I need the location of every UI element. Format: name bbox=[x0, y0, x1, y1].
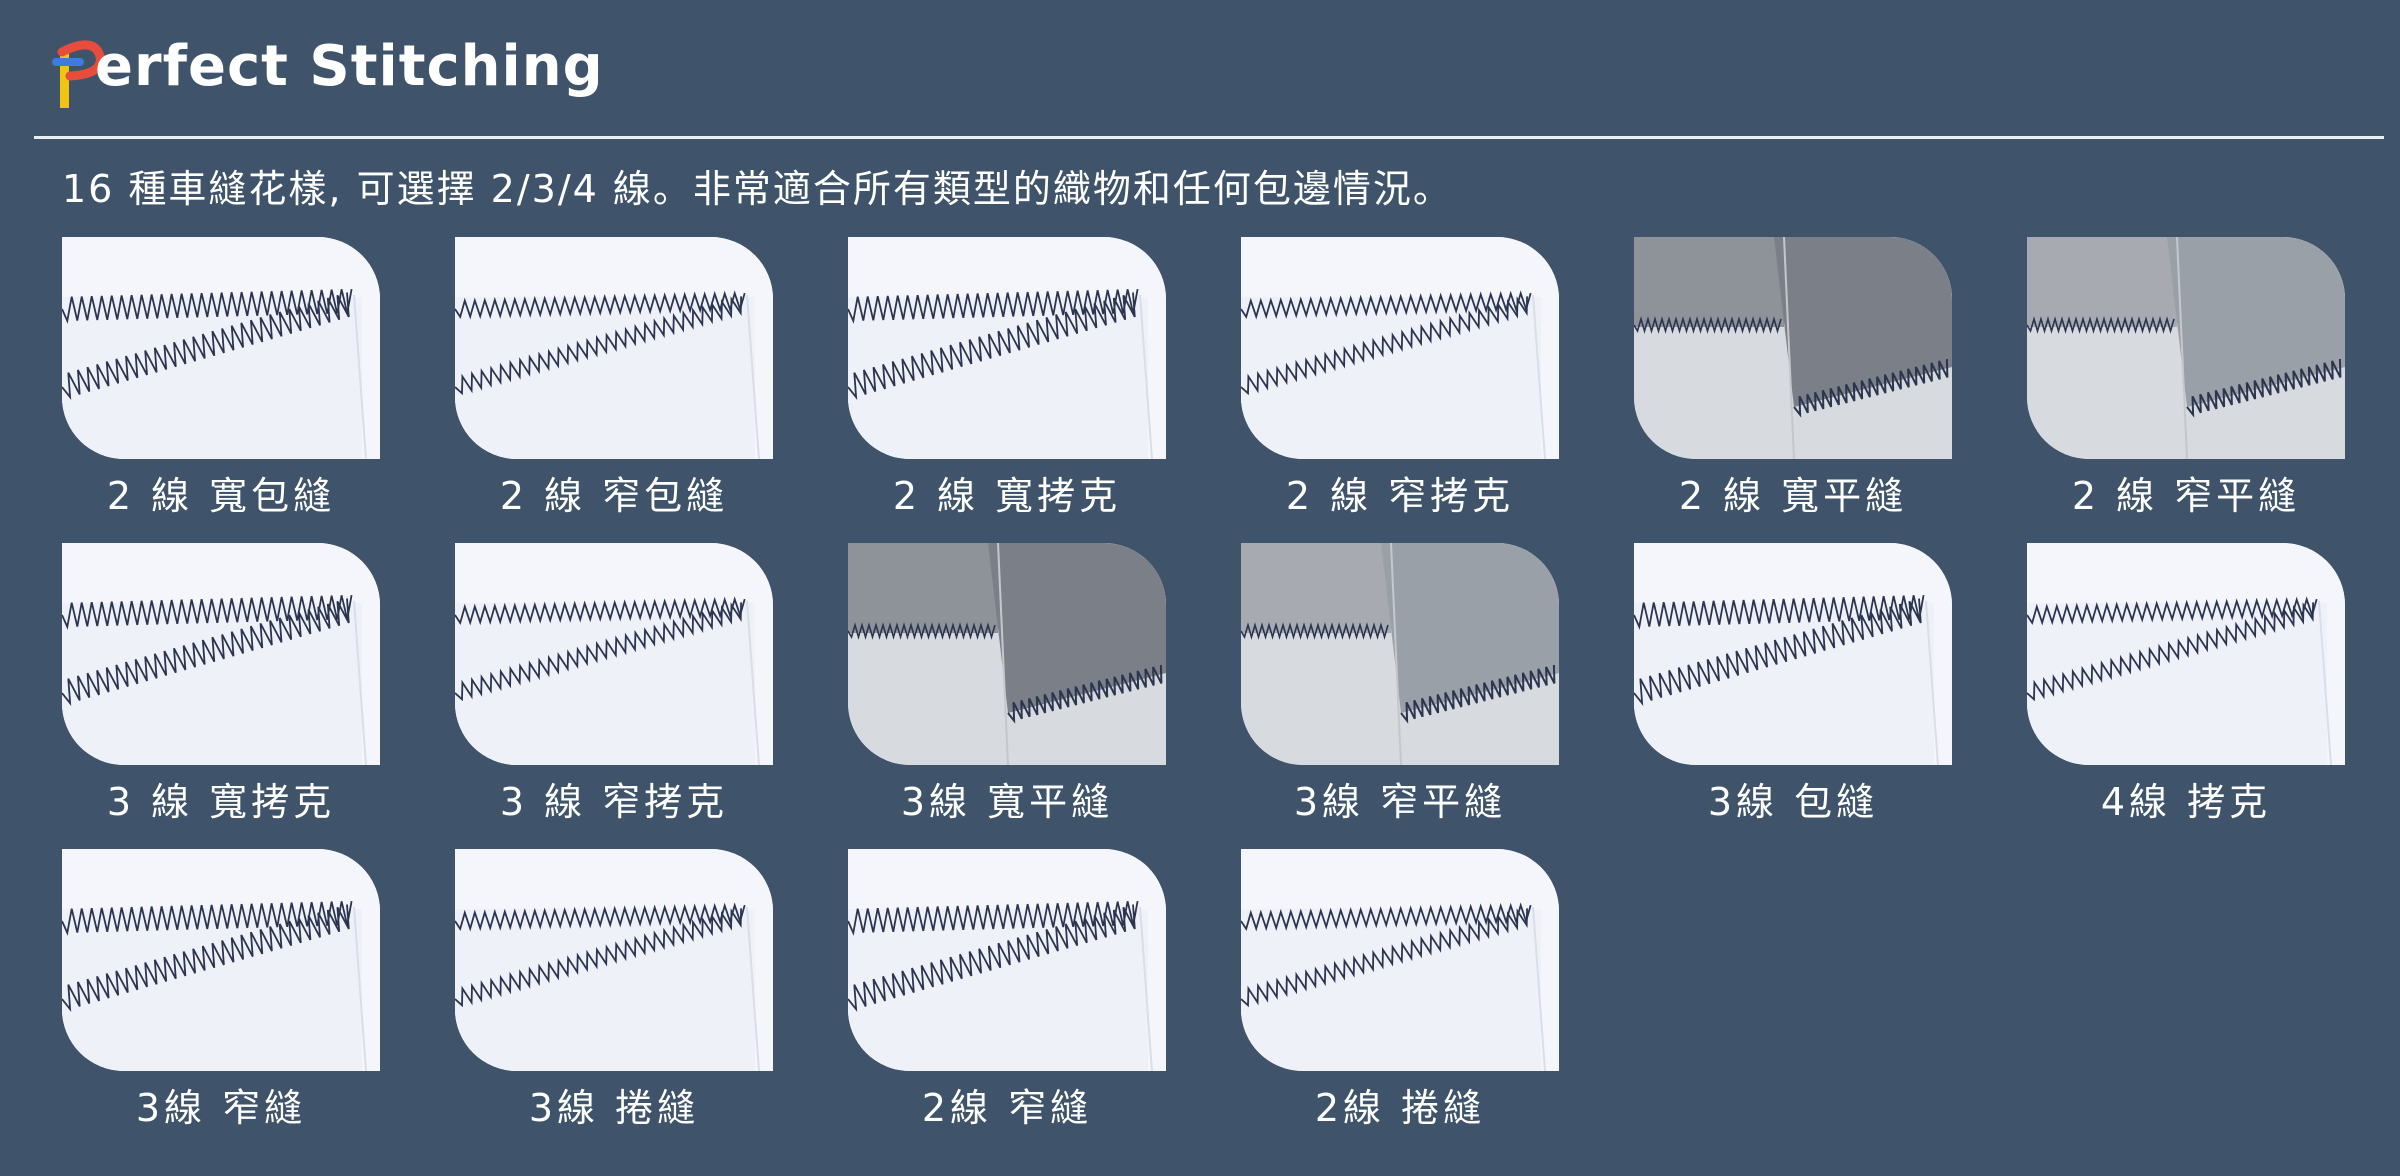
stitch-tile: 3 線 寬拷克 bbox=[62, 543, 380, 824]
stitch-tile: 2 線 窄包縫 bbox=[455, 237, 773, 518]
stitch-sample-image bbox=[848, 849, 1166, 1071]
stitch-label: 3線 窄平縫 bbox=[1293, 780, 1507, 824]
stitch-sample-image bbox=[455, 237, 773, 459]
stitch-sample-image bbox=[455, 543, 773, 765]
stitch-label: 3線 包縫 bbox=[1707, 780, 1879, 824]
stitch-label: 2線 窄縫 bbox=[921, 1086, 1093, 1130]
page-title: Perfect Stitching bbox=[95, 34, 604, 99]
stitch-sample-image bbox=[62, 237, 380, 459]
stitch-tile: 3線 包縫 bbox=[1634, 543, 1952, 824]
stitch-label: 3 線 窄拷克 bbox=[499, 780, 729, 824]
stitch-label: 4線 拷克 bbox=[2100, 780, 2272, 824]
stitch-tile: 3線 窄縫 bbox=[62, 849, 380, 1130]
stitch-sample-image bbox=[848, 543, 1166, 765]
stitch-label: 2 線 寬拷克 bbox=[892, 474, 1122, 518]
stitch-tile: 3線 寬平縫 bbox=[848, 543, 1166, 824]
stitch-tile: 2線 捲縫 bbox=[1241, 849, 1559, 1130]
stitch-sample-image bbox=[1241, 543, 1559, 765]
stitch-sample-image bbox=[848, 237, 1166, 459]
stitch-label: 3線 捲縫 bbox=[528, 1086, 700, 1130]
stitch-sample-image bbox=[1241, 237, 1559, 459]
stitch-sample-image bbox=[2027, 237, 2345, 459]
stitch-tile: 2 線 窄拷克 bbox=[1241, 237, 1559, 518]
stitch-tile: 4線 拷克 bbox=[2027, 543, 2345, 824]
header-divider bbox=[34, 136, 2384, 139]
stitch-tile: 2 線 窄平縫 bbox=[2027, 237, 2345, 518]
stitch-label: 2 線 寬平縫 bbox=[1678, 474, 1908, 518]
stitch-sample-image bbox=[1241, 849, 1559, 1071]
stitch-sample-image bbox=[62, 543, 380, 765]
stitch-tile: 3線 捲縫 bbox=[455, 849, 773, 1130]
page-subtitle: 16 種車縫花樣, 可選擇 2/3/4 線。非常適合所有類型的織物和任何包邊情況… bbox=[62, 167, 1453, 211]
stitch-label: 2 線 窄包縫 bbox=[499, 474, 729, 518]
stitch-label: 3 線 寬拷克 bbox=[106, 780, 336, 824]
stitch-sample-image bbox=[2027, 543, 2345, 765]
stitch-tile: 2 線 寬拷克 bbox=[848, 237, 1166, 518]
stitch-sample-image bbox=[1634, 543, 1952, 765]
stitch-tile: 2 線 寬平縫 bbox=[1634, 237, 1952, 518]
stitch-label: 3線 寬平縫 bbox=[900, 780, 1114, 824]
stitch-sample-image bbox=[62, 849, 380, 1071]
stitch-tile: 2線 窄縫 bbox=[848, 849, 1166, 1130]
stitch-sample-image bbox=[455, 849, 773, 1071]
stitch-label: 2 線 窄拷克 bbox=[1285, 474, 1515, 518]
title-text: erfect Stitching bbox=[95, 34, 604, 99]
stitch-label: 2 線 寬包縫 bbox=[106, 474, 336, 518]
stitch-sample-image bbox=[1634, 237, 1952, 459]
stitch-label: 3線 窄縫 bbox=[135, 1086, 307, 1130]
stitch-label: 2 線 窄平縫 bbox=[2071, 474, 2301, 518]
stitch-label: 2線 捲縫 bbox=[1314, 1086, 1486, 1130]
stitch-tile: 3線 窄平縫 bbox=[1241, 543, 1559, 824]
stitch-tile: 3 線 窄拷克 bbox=[455, 543, 773, 824]
logo-p-icon bbox=[52, 40, 105, 108]
stitch-tile: 2 線 寬包縫 bbox=[62, 237, 380, 518]
